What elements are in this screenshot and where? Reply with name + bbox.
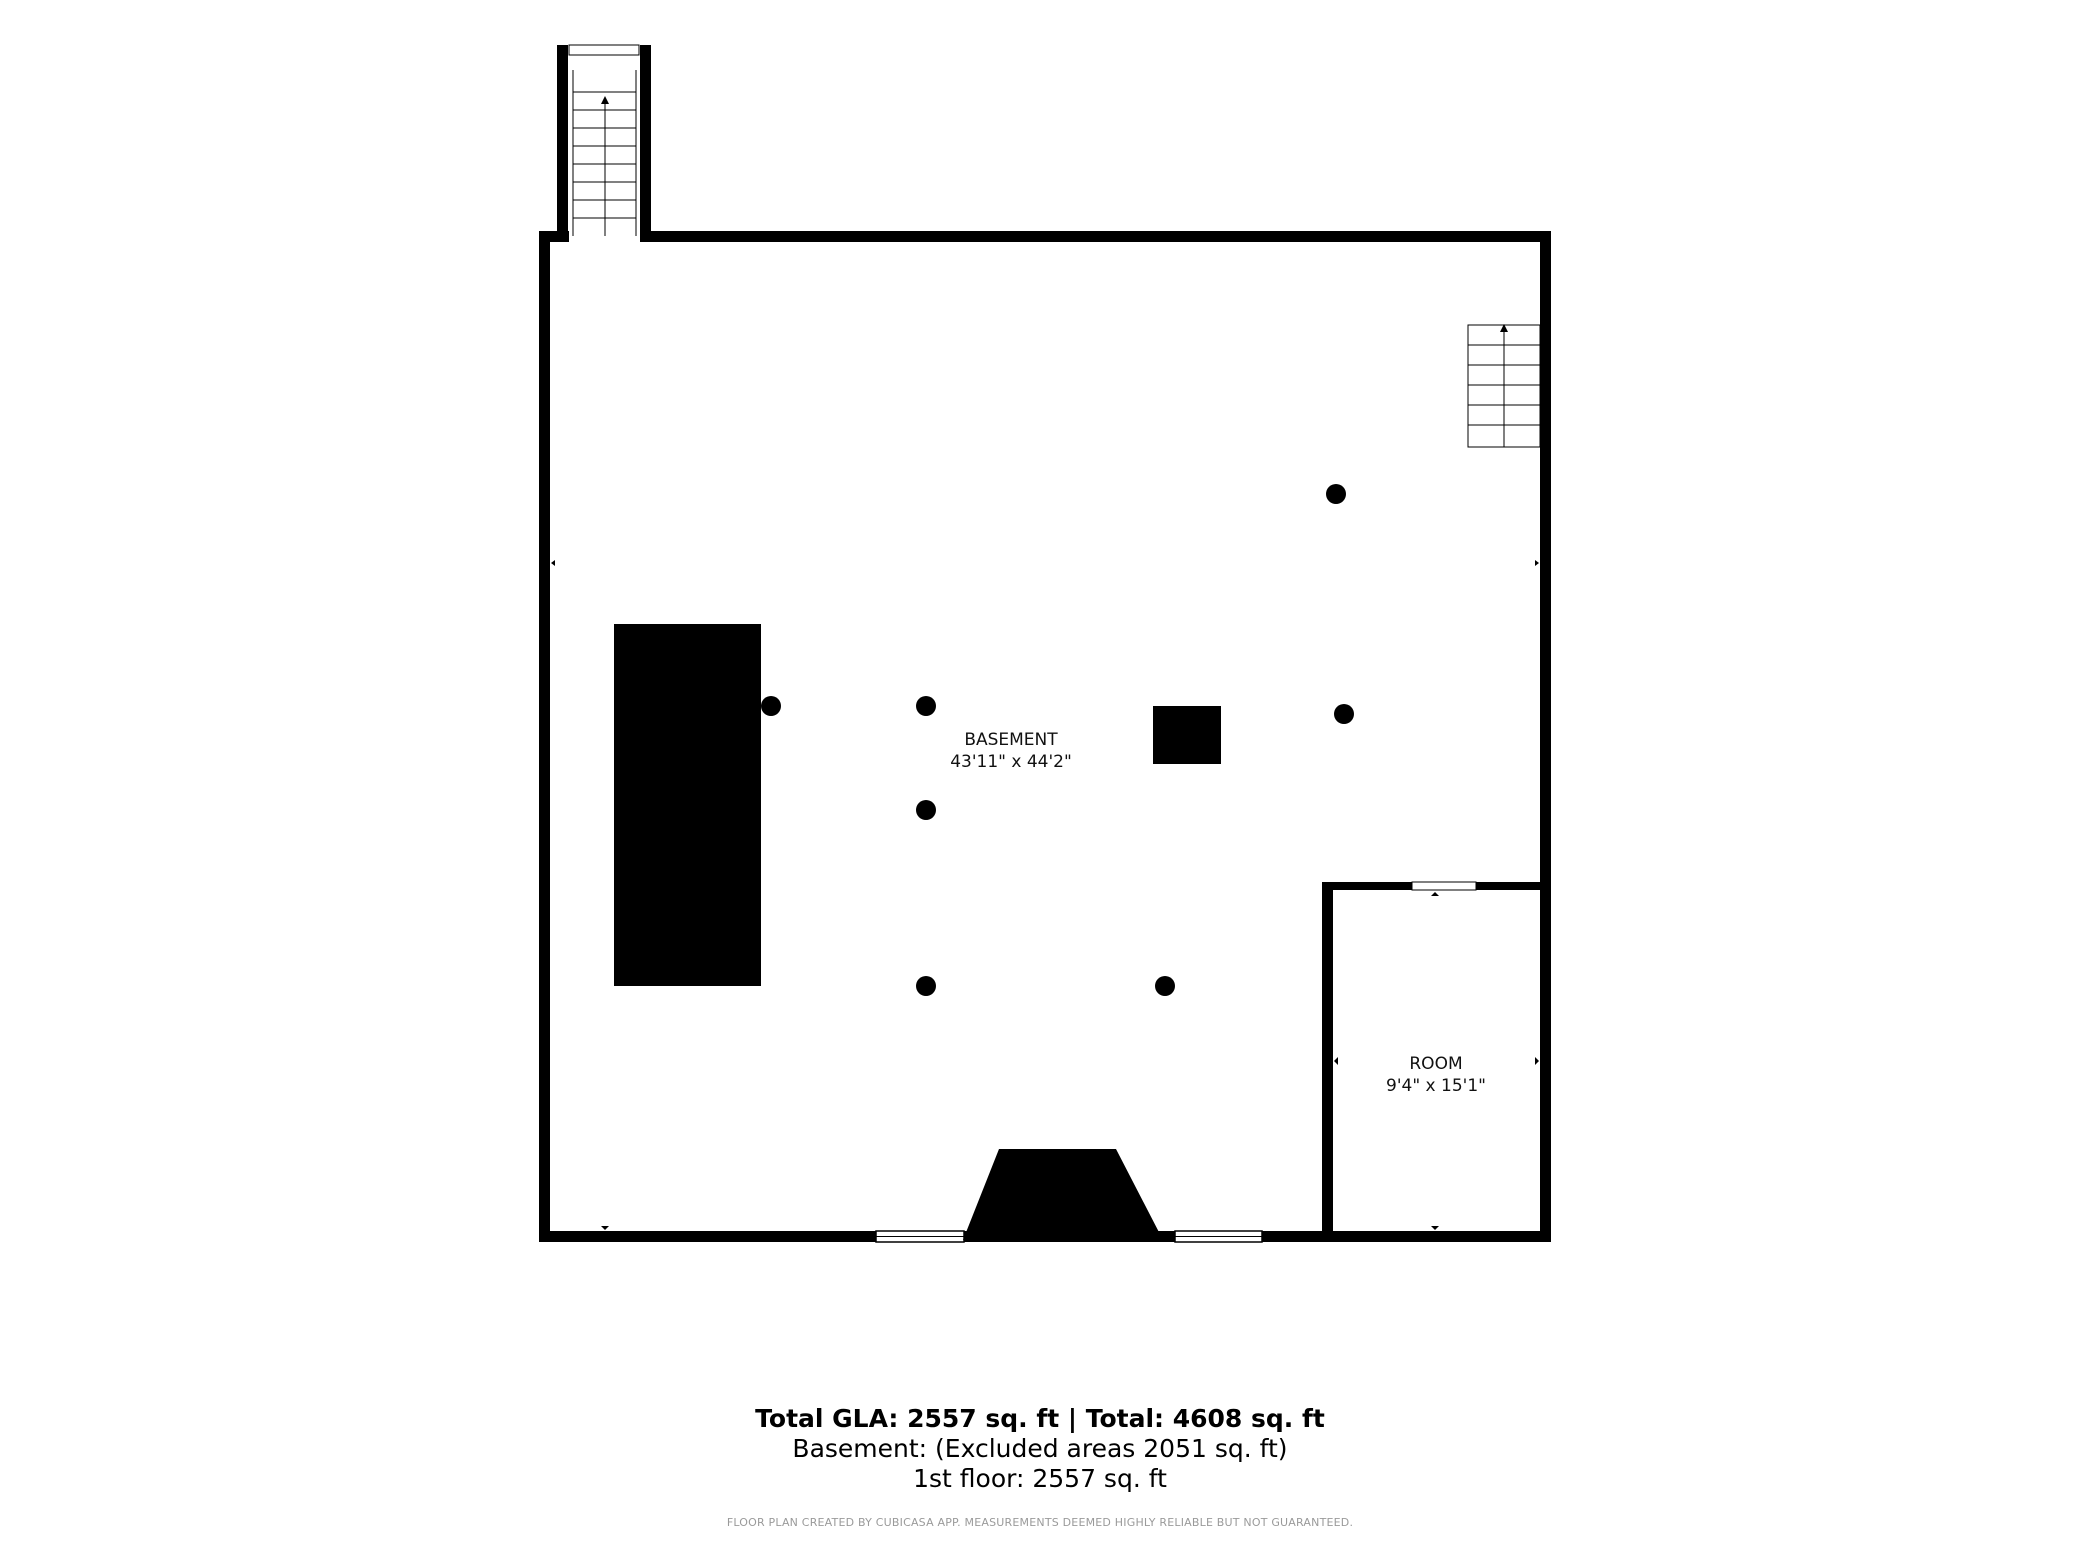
disclaimer: FLOOR PLAN CREATED BY CUBICASA APP. MEAS… bbox=[726, 1516, 1354, 1529]
mechanical-block bbox=[1153, 706, 1221, 764]
first-floor-area-line: 1st floor: 2557 sq. ft bbox=[913, 1464, 1167, 1493]
stairs-interior bbox=[1467, 324, 1541, 448]
column bbox=[1155, 976, 1175, 996]
basement-dimensions: 43'11" x 44'2" bbox=[950, 752, 1072, 772]
room-walls bbox=[1322, 882, 1551, 1242]
dimension-ticks bbox=[551, 560, 1539, 1230]
column bbox=[916, 976, 936, 996]
stairs-entry bbox=[572, 70, 637, 236]
column bbox=[916, 696, 936, 716]
room-dimensions: 9'4" x 15'1" bbox=[1386, 1076, 1486, 1096]
storage-block bbox=[614, 624, 761, 986]
stairs-interior-arrow-icon bbox=[1500, 324, 1508, 332]
total-area-line: Total GLA: 2557 sq. ft | Total: 4608 sq.… bbox=[755, 1404, 1325, 1433]
basement-name: BASEMENT bbox=[964, 730, 1058, 750]
stairwell-wall-right bbox=[640, 45, 651, 240]
room-door-opening bbox=[1411, 881, 1477, 891]
stairwell-opening bbox=[568, 44, 640, 56]
support-columns bbox=[761, 484, 1354, 996]
window-bottom-left bbox=[875, 1230, 965, 1243]
room-name: ROOM bbox=[1409, 1054, 1463, 1074]
column bbox=[916, 800, 936, 820]
room-label: ROOM 9'4" x 15'1" bbox=[1386, 1053, 1486, 1097]
fireplace-hearth bbox=[963, 1149, 1163, 1240]
basement-area-line: Basement: (Excluded areas 2051 sq. ft) bbox=[792, 1434, 1288, 1463]
basement-label: BASEMENT 43'11" x 44'2" bbox=[950, 729, 1072, 773]
entry-stairwell bbox=[557, 44, 651, 240]
window-bottom-right bbox=[1174, 1230, 1263, 1243]
stairs-up-arrow-icon bbox=[601, 96, 609, 104]
stairwell-wall-left bbox=[557, 45, 568, 240]
area-summary: Total GLA: 2557 sq. ft | Total: 4608 sq.… bbox=[0, 1404, 2080, 1494]
column bbox=[761, 696, 781, 716]
column bbox=[1326, 484, 1346, 504]
column bbox=[1334, 704, 1354, 724]
